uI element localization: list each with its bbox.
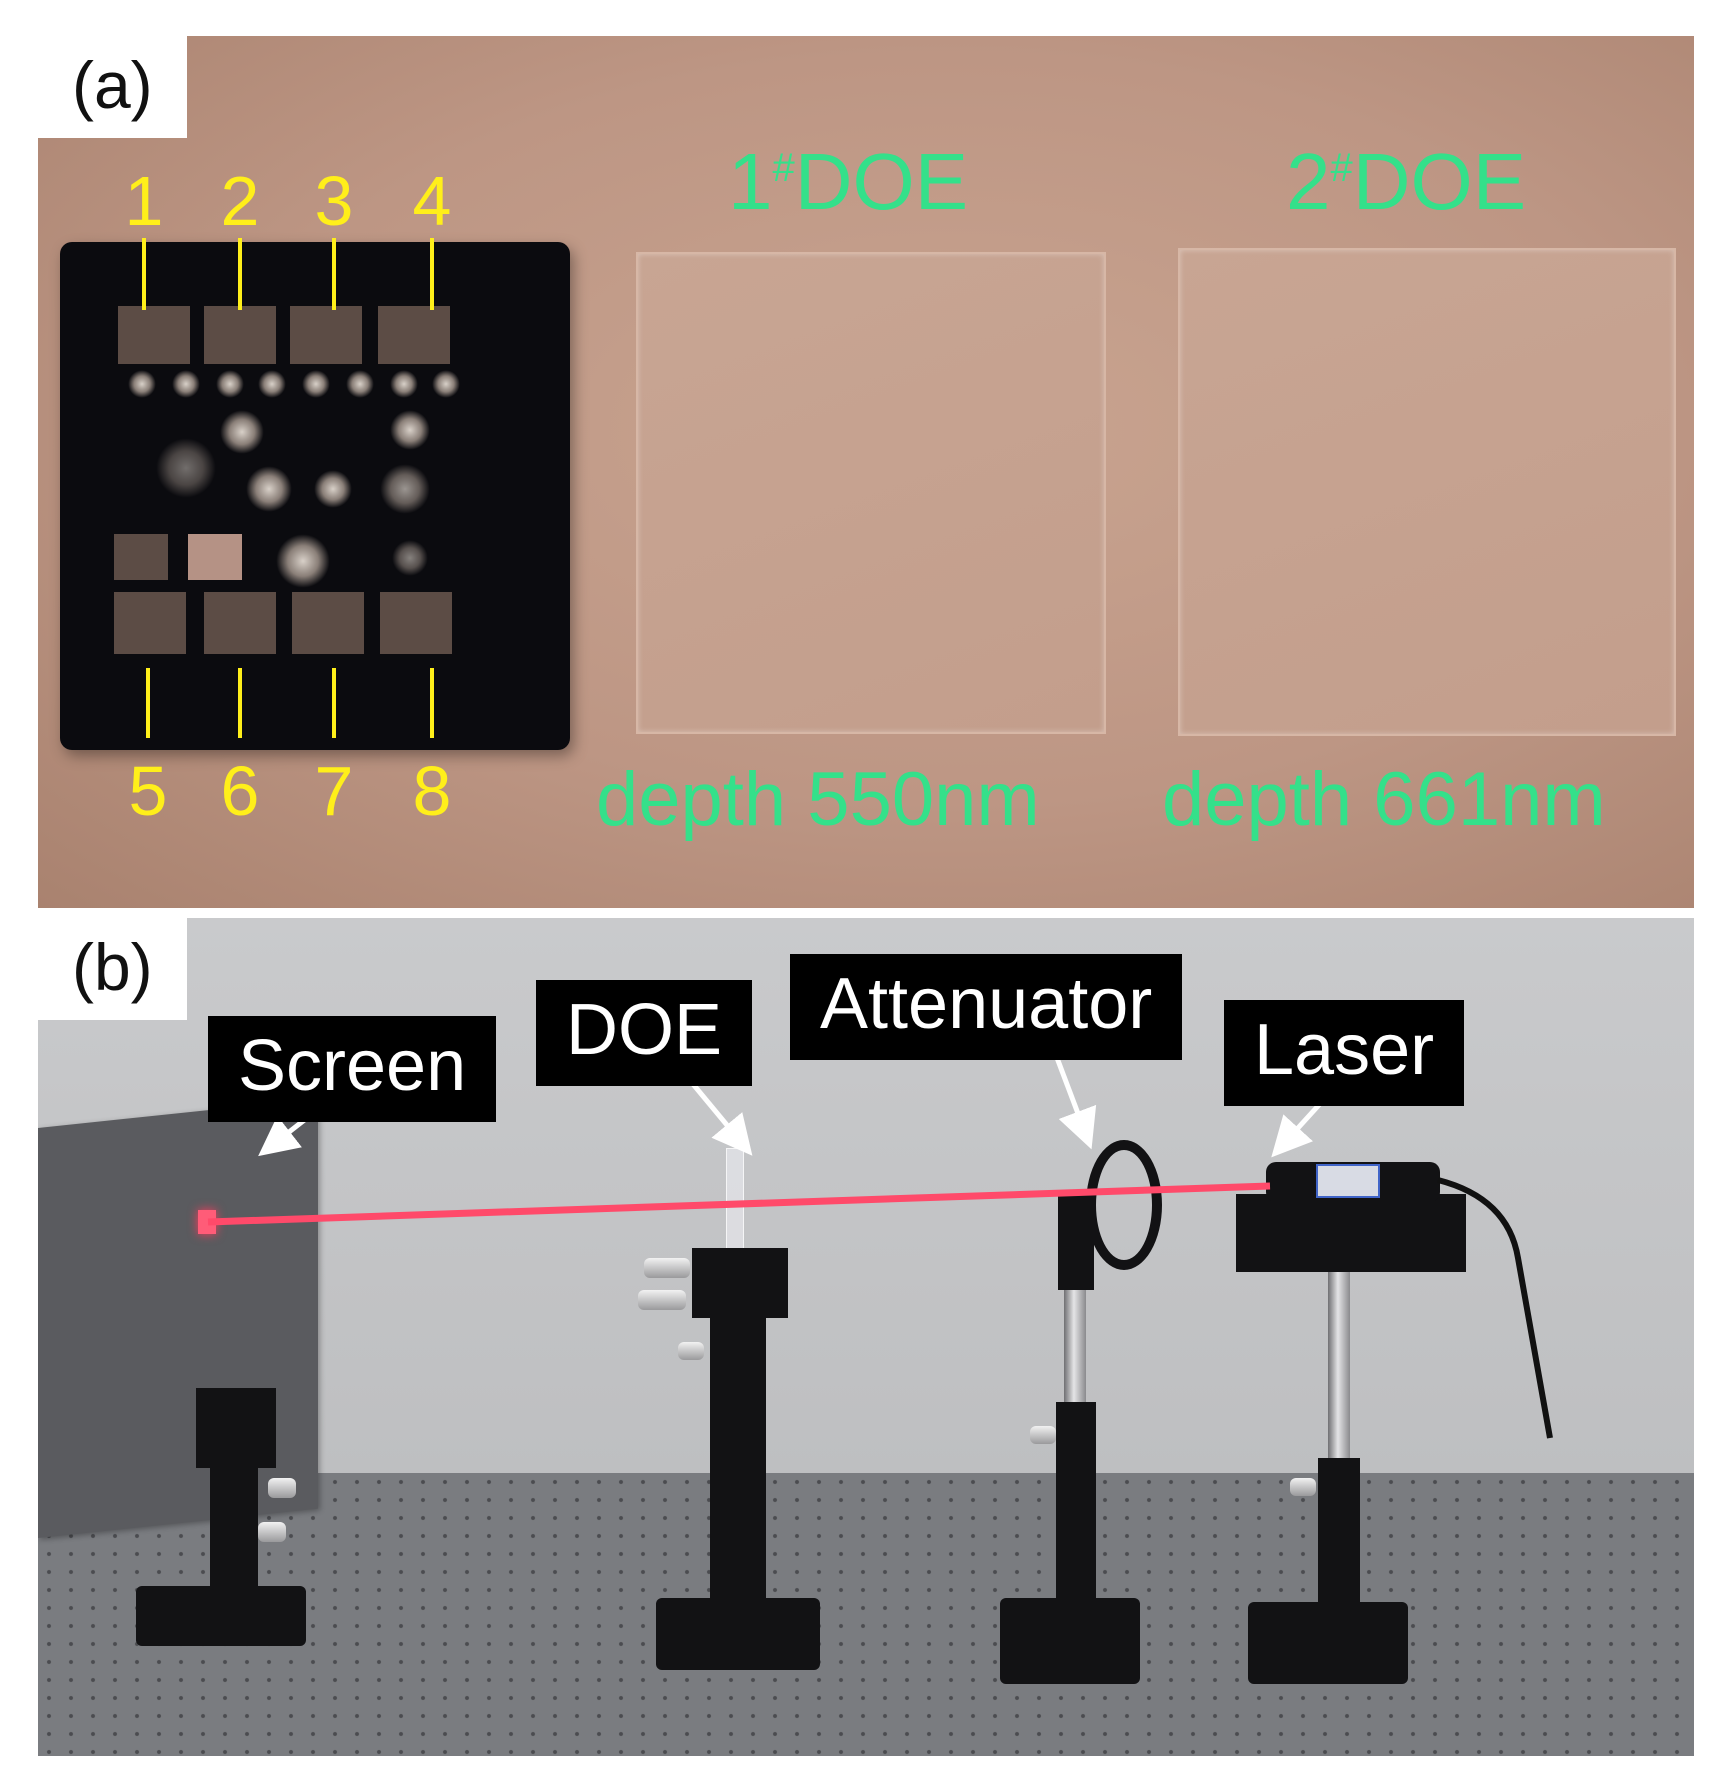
doe-knob — [644, 1258, 690, 1278]
mask-number-1: 1 — [124, 162, 164, 240]
panel-a-label: (a) — [38, 36, 187, 138]
mask-pad — [118, 306, 190, 364]
mask-pad — [290, 306, 362, 364]
laser-cable — [1437, 1177, 1553, 1439]
label-line — [238, 668, 242, 738]
attenuator-post — [1056, 1402, 1096, 1602]
attenuator-knob — [1030, 1426, 1056, 1444]
attenuator-holder — [1058, 1190, 1094, 1290]
mask-number-2: 2 — [220, 162, 260, 240]
label-line — [430, 238, 434, 310]
doe-2-depth: depth 661nm — [1162, 757, 1606, 842]
screen-mount — [196, 1388, 276, 1468]
screen-knob — [258, 1522, 286, 1542]
laser-label-sticker — [1316, 1164, 1380, 1198]
label-line — [146, 668, 150, 738]
screen-base — [136, 1586, 306, 1646]
attenuator-rod — [1064, 1290, 1086, 1410]
panel-b-photo: Screen DOE Attenuator Laser (b) — [38, 918, 1694, 1756]
mask-number-4: 4 — [412, 162, 452, 240]
doe-base — [656, 1598, 820, 1670]
mask-pad — [380, 592, 452, 654]
callout-laser: Laser — [1224, 1000, 1465, 1106]
mask-pad — [378, 306, 450, 364]
mask-pad — [188, 534, 242, 580]
optical-table — [38, 1473, 1694, 1756]
label-line — [238, 238, 242, 310]
doe-1-depth: depth 550nm — [596, 757, 1040, 842]
label-line — [142, 238, 146, 310]
diffraction-pattern — [216, 370, 244, 398]
laser-post — [1318, 1458, 1360, 1608]
diffraction-pattern — [302, 370, 330, 398]
laser-beam — [207, 1182, 1271, 1226]
doe-knob — [638, 1290, 686, 1310]
diffraction-pattern — [246, 466, 292, 512]
label-line — [430, 668, 434, 738]
label-line — [332, 668, 336, 738]
laser-spot — [198, 1210, 216, 1234]
mask-number-5: 5 — [128, 752, 168, 830]
panel-b-label: (b) — [38, 918, 187, 1020]
diffraction-pattern — [128, 370, 156, 398]
doe-1-title: 1#DOE — [728, 137, 969, 226]
callout-doe: DOE — [536, 980, 753, 1086]
doe-holder — [692, 1248, 788, 1318]
mask-number-6: 6 — [220, 752, 260, 830]
laser-base — [1248, 1602, 1408, 1684]
mask-pad — [292, 592, 364, 654]
mask-pad — [204, 306, 276, 364]
doe-post — [710, 1318, 766, 1598]
panel-a-photo: (a) 1 2 3 4 — [38, 36, 1694, 908]
diffraction-pattern — [390, 410, 430, 450]
diffraction-pattern — [276, 534, 330, 588]
laser-mount — [1236, 1194, 1466, 1272]
diffraction-pattern — [392, 540, 428, 576]
callout-attenuator: Attenuator — [790, 954, 1183, 1060]
screen-knob — [268, 1478, 296, 1498]
laser-knob — [1290, 1478, 1316, 1496]
mask-number-7: 7 — [314, 752, 354, 830]
diffraction-pattern — [346, 370, 374, 398]
doe-2-title: 2#DOE — [1286, 137, 1527, 226]
diffraction-pattern — [258, 370, 286, 398]
diffraction-pattern — [172, 370, 200, 398]
doe-1-plate — [636, 252, 1106, 734]
callout-screen: Screen — [208, 1016, 497, 1122]
mask-pad — [204, 592, 276, 654]
diffraction-pattern — [432, 370, 460, 398]
doe-knob — [678, 1342, 704, 1360]
mask-pad — [114, 592, 186, 654]
mask-number-8: 8 — [412, 752, 452, 830]
annotation-layer — [207, 1033, 1553, 1439]
diffraction-pattern — [314, 470, 352, 508]
diffraction-pattern — [156, 438, 216, 498]
mask-plate — [60, 242, 570, 750]
laser-rod — [1328, 1272, 1350, 1462]
attenuator-base — [1000, 1598, 1140, 1684]
diffraction-pattern — [390, 370, 418, 398]
diffraction-pattern — [380, 464, 430, 514]
label-line — [332, 238, 336, 310]
diffraction-pattern — [220, 410, 264, 454]
mask-number-3: 3 — [314, 162, 354, 240]
mask-pad — [114, 534, 168, 580]
doe-2-plate — [1178, 248, 1676, 736]
screen-post — [210, 1458, 258, 1608]
